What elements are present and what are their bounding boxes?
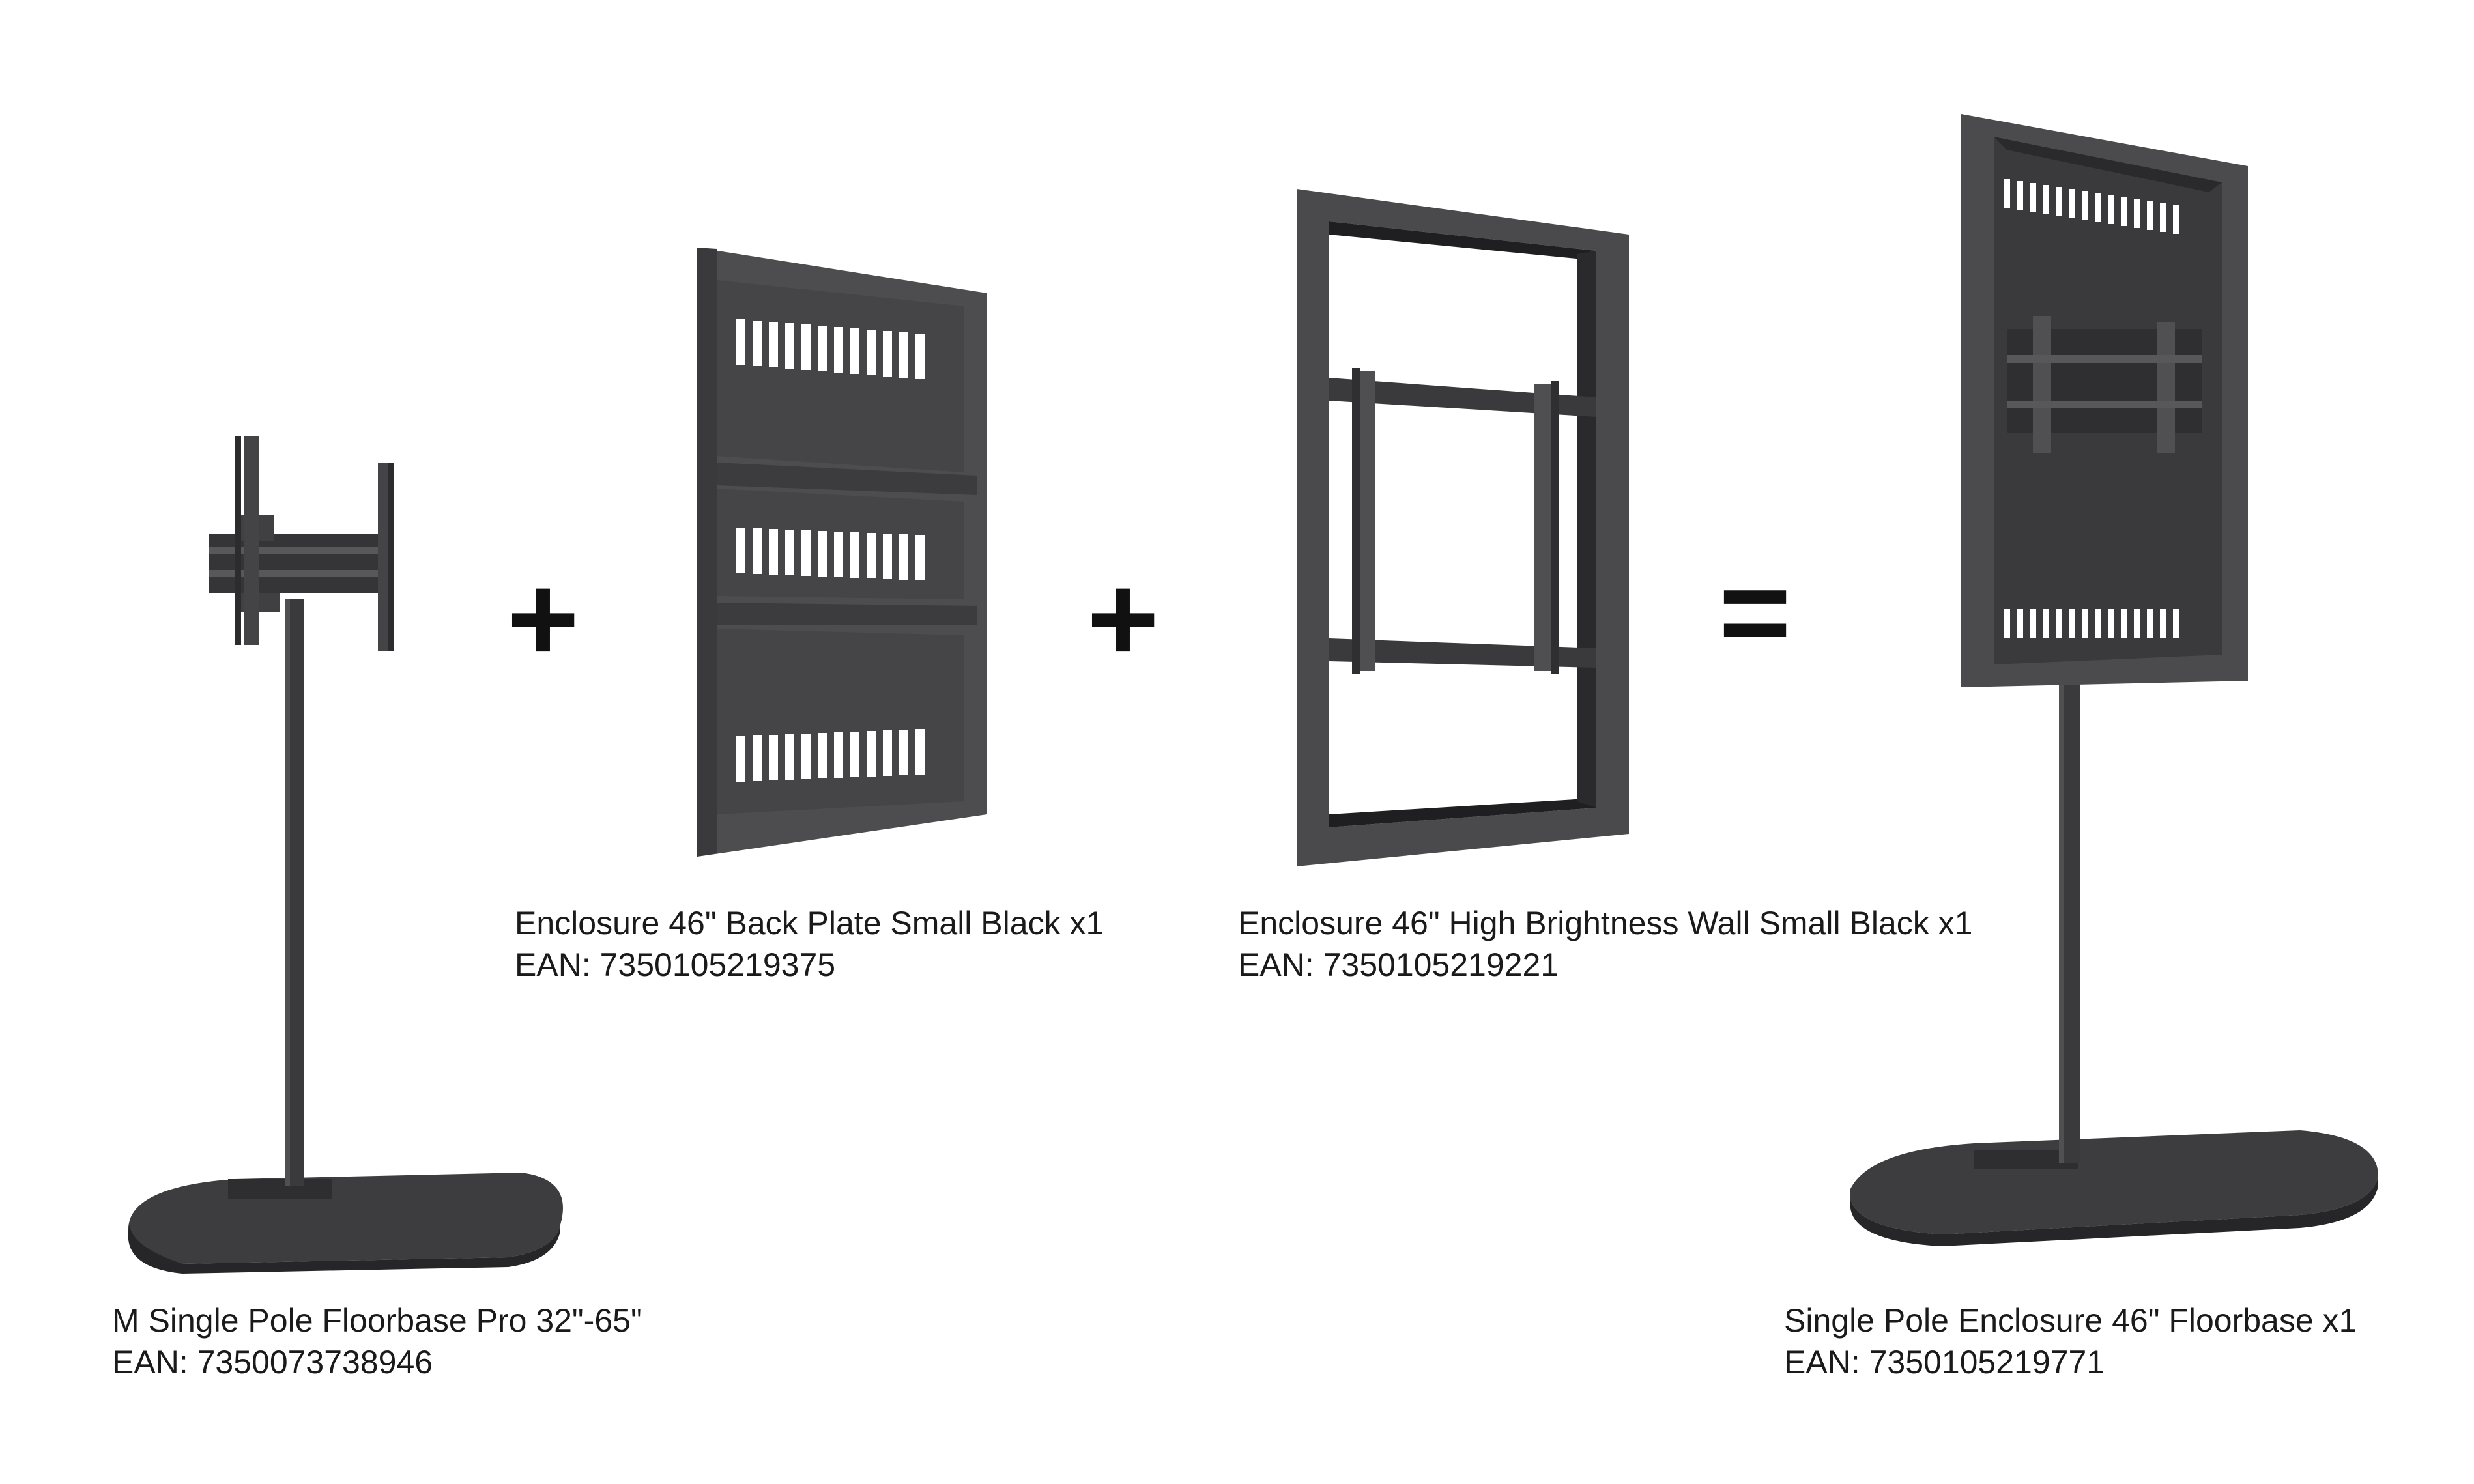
product-name: Enclosure 46" High Brightness Wall Small…	[1238, 905, 1973, 941]
product-caption-floorbase: M Single Pole Floorbase Pro 32"-65" EAN:…	[112, 1300, 642, 1383]
plus-sign: +	[1087, 550, 1159, 688]
assembled-enclosure-floorbase-image	[1850, 114, 2378, 1246]
equals-sign: =	[1719, 543, 1791, 681]
plus-sign: +	[507, 550, 579, 688]
product-name: Single Pole Enclosure 46" Floorbase x1	[1784, 1302, 2357, 1339]
product-ean: EAN: 7350105219221	[1238, 947, 1559, 983]
product-caption-back-plate: Enclosure 46" Back Plate Small Black x1 …	[515, 902, 1104, 986]
product-caption-assembled: Single Pole Enclosure 46" Floorbase x1 E…	[1784, 1300, 2357, 1383]
product-name: M Single Pole Floorbase Pro 32"-65"	[112, 1302, 642, 1339]
back-plate-image	[697, 248, 987, 857]
product-ean: EAN: 7350073738946	[112, 1344, 433, 1380]
product-name: Enclosure 46" Back Plate Small Black x1	[515, 905, 1104, 941]
floorbase-pole-image	[128, 436, 563, 1274]
product-caption-wall-frame: Enclosure 46" High Brightness Wall Small…	[1238, 902, 1972, 986]
product-ean: EAN: 7350105219771	[1784, 1344, 2105, 1380]
enclosure-wall-frame-image	[1297, 189, 1629, 866]
product-ean: EAN: 7350105219375	[515, 947, 836, 983]
